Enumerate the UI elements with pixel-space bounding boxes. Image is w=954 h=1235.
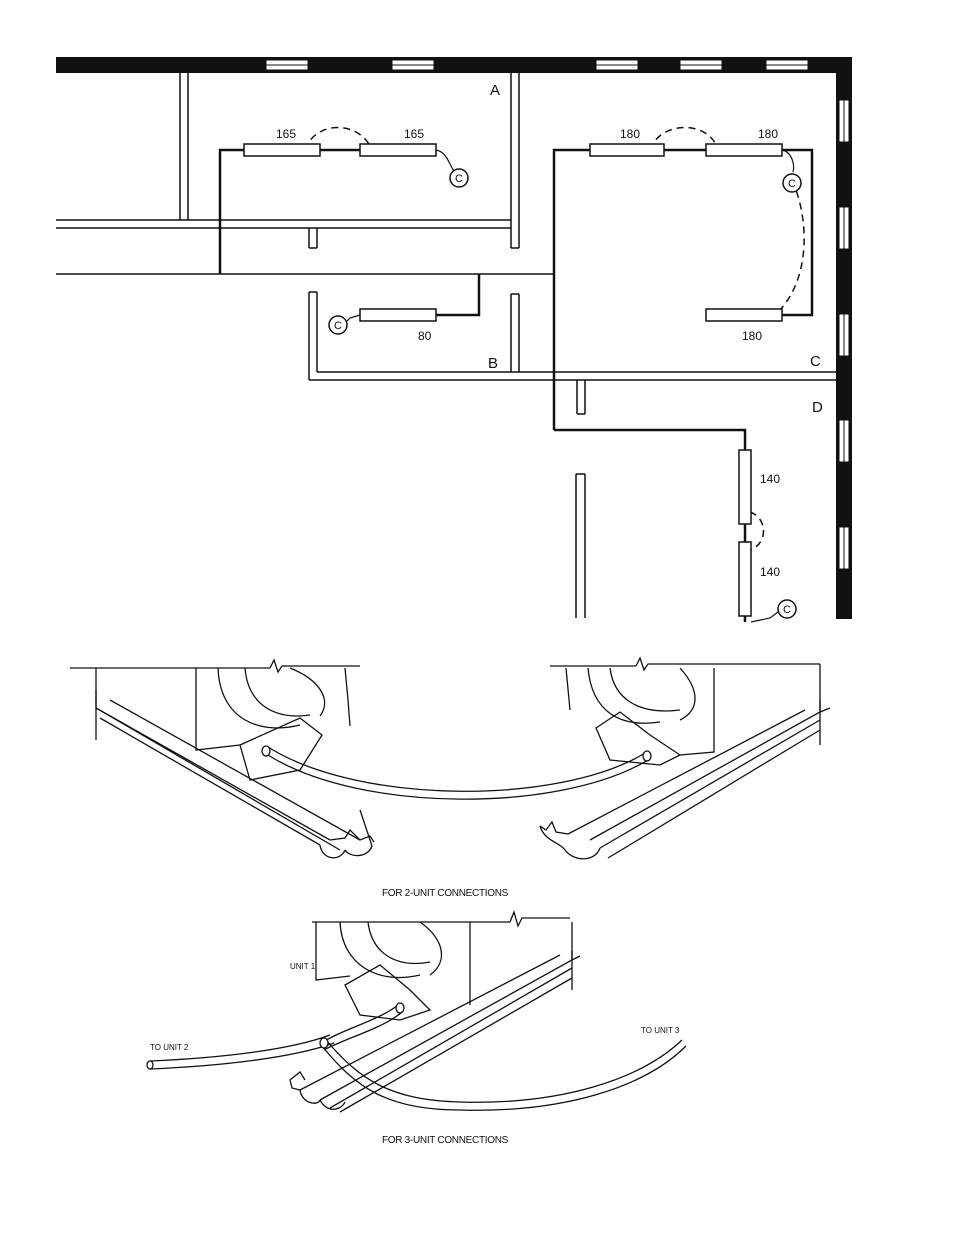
unit-a2 [359, 143, 437, 157]
room-label-b: B [488, 355, 498, 372]
controllers [328, 168, 802, 619]
right-unit-assembly [539, 656, 831, 860]
room-label-a: A [490, 82, 500, 99]
to-unit-2-label: TO UNIT 2 [150, 1043, 189, 1052]
unit-d2-wattage: 140 [760, 565, 780, 579]
jumper-cable-2-unit [261, 745, 652, 800]
jumper-connections [304, 126, 805, 551]
controller-a-letter: C [455, 173, 463, 185]
cable-to-unit-3 [319, 1037, 687, 1111]
room-label-c: C [810, 353, 821, 370]
interior-partitions [56, 73, 836, 618]
room-label-d: D [812, 399, 823, 416]
three-unit-caption: FOR 3-UNIT CONNECTIONS [382, 1135, 509, 1146]
unit-d2 [738, 541, 752, 617]
two-unit-detail [70, 656, 831, 860]
floor-plan [56, 57, 852, 623]
heater-units [243, 143, 783, 617]
unit-d1 [738, 449, 752, 525]
unit-b1 [359, 308, 437, 322]
cable-runs [218, 148, 814, 622]
controller-c [782, 173, 802, 193]
three-unit-detail [146, 909, 687, 1113]
controller-d [777, 599, 797, 619]
unit-a2-wattage: 165 [404, 127, 424, 141]
controller-b-letter: C [334, 320, 342, 332]
windows-right-wall [838, 99, 850, 570]
left-unit-assembly [70, 658, 375, 859]
unit-a1-wattage: 165 [276, 127, 296, 141]
unit-c2 [705, 143, 783, 157]
controller-d-letter: C [783, 604, 791, 616]
plan-labels: C C C C A B C D 165 165 80 180 180 180 1… [276, 82, 823, 616]
unit-c2-wattage: 180 [758, 127, 778, 141]
controller-a [449, 168, 469, 188]
cable-to-unit-2 [146, 1002, 405, 1070]
controller-b [328, 315, 348, 335]
exterior-wall-top [56, 57, 850, 73]
two-unit-caption: FOR 2-UNIT CONNECTIONS [382, 888, 509, 899]
to-unit-3-label: TO UNIT 3 [641, 1026, 680, 1035]
unit-c3-wattage: 180 [742, 329, 762, 343]
unit-1-label: UNIT 1 [290, 962, 316, 971]
unit-a1 [243, 143, 321, 157]
control-leads [345, 149, 795, 623]
controller-c-letter: C [788, 178, 796, 190]
unit-b1-wattage: 80 [418, 329, 432, 343]
unit-c1 [589, 143, 665, 157]
unit-c1-wattage: 180 [620, 127, 640, 141]
unit-c3 [705, 308, 783, 322]
unit-d1-wattage: 140 [760, 472, 780, 486]
windows-top-wall [265, 59, 809, 71]
